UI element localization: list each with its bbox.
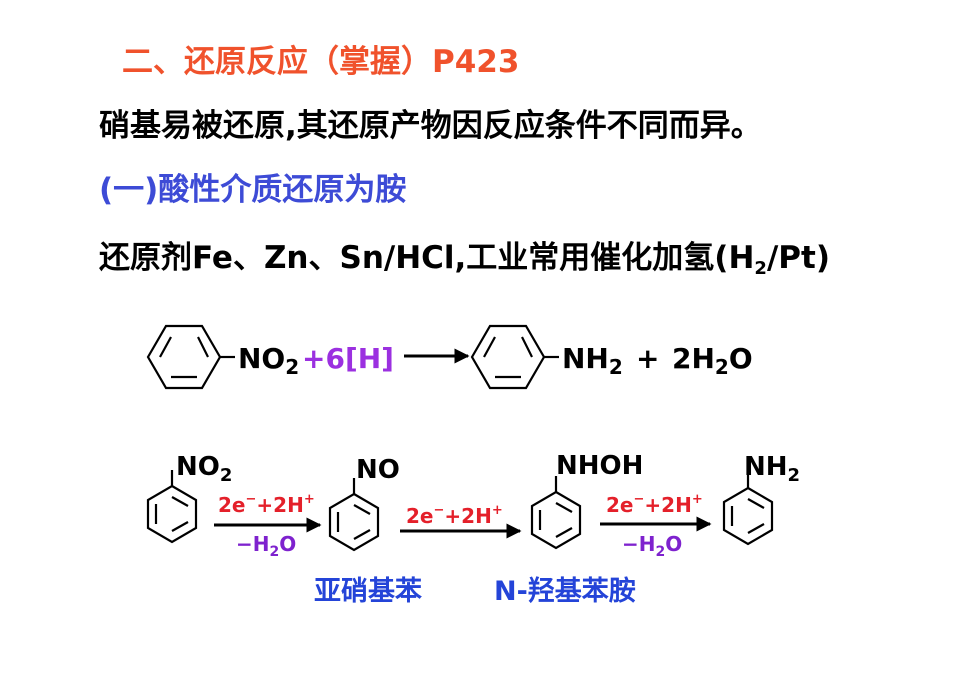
benzene-ring-nitro <box>146 470 198 544</box>
mech-group-nitro: NO2 <box>176 452 232 486</box>
mech-group-nhoh: NHOH <box>556 451 643 481</box>
plus-sign: + <box>636 342 659 375</box>
arrow2-electrons: 2e−+2H+ <box>406 503 503 528</box>
reagents-text: 还原剂Fe、Zn、Sn/HCl,工业常用催化加氢(H2/Pt) <box>99 232 830 279</box>
arrow1-electrons: 2e−+2H+ <box>218 492 315 517</box>
arrow1-minus-water: −H2O <box>236 532 296 560</box>
reagents-text-b: /Pt) <box>766 240 830 276</box>
benzene-ring-nitroso <box>328 478 380 552</box>
label-phenylhydroxylamine: N-羟基苯胺 <box>494 575 636 607</box>
water-byproduct: 2H2O <box>672 342 753 379</box>
label-nitrosobenzene: 亚硝基苯 <box>314 576 422 607</box>
amino-group: NH2 <box>562 342 623 379</box>
reagents-subscript: 2 <box>754 258 767 279</box>
arrow3-electrons: 2e−+2H+ <box>606 492 703 517</box>
intro-text: 硝基易被还原,其还原产物因反应条件不同而异。 <box>99 108 762 144</box>
mech-group-nitroso: NO <box>356 455 400 485</box>
benzene-ring-aniline <box>722 472 774 546</box>
benzene-ring-product <box>470 324 559 390</box>
benzene-ring-reactant <box>146 324 235 390</box>
nitro-group: NO2 <box>238 342 299 379</box>
reagent-6h: +6[H] <box>302 342 394 375</box>
benzene-ring-hydroxylamine <box>530 476 582 550</box>
arrow3-minus-water: −H2O <box>622 532 682 560</box>
mech-group-nh2: NH2 <box>744 452 800 486</box>
slide-title: 二、还原反应（掌握）P423 <box>122 44 520 80</box>
reagents-text-a: 还原剂Fe、Zn、Sn/HCl,工业常用催化加氢(H <box>99 240 755 276</box>
section-heading: (一)酸性介质还原为胺 <box>99 172 407 208</box>
